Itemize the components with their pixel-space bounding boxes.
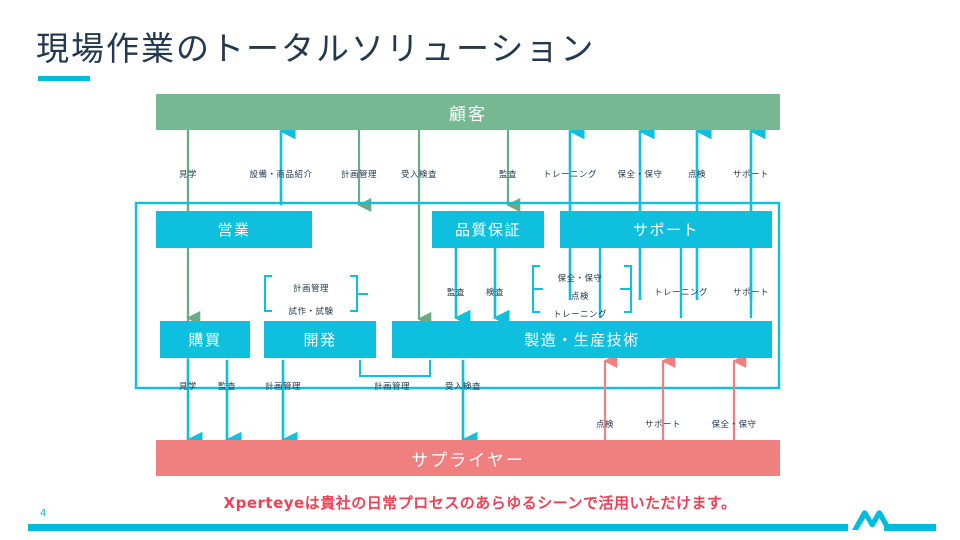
node-customer[interactable]: 顧客: [156, 94, 780, 130]
internal-flow-label-2: 監査: [446, 288, 466, 298]
internal-flow-label-7: トレーニング: [653, 288, 709, 298]
node-development[interactable]: 開発: [264, 321, 376, 358]
supplier-flow-label-0: 見学: [178, 382, 198, 392]
customer-flow-label-6: 保全・保守: [617, 170, 663, 180]
customer-flow-label-5: トレーニング: [542, 170, 598, 180]
customer-flow-label-3: 受入検査: [400, 170, 438, 180]
customer-flow-label-8: サポート: [732, 170, 770, 180]
supplier-flow-label-2: 計画管理: [264, 382, 302, 392]
node-quality-assurance[interactable]: 品質保証: [432, 211, 544, 248]
internal-flow-label-0: 計画管理: [292, 284, 330, 294]
internal-flow-label-6: トレーニング: [552, 310, 608, 320]
supplier-flow-label-6: サポート: [644, 420, 682, 430]
page-title: 現場作業のトータルソリューション: [36, 29, 596, 68]
page-number: 4: [40, 508, 47, 519]
customer-flow-label-2: 計画管理: [340, 170, 378, 180]
supplier-flow-label-7: 保全・保守: [711, 420, 757, 430]
ama-logo: [852, 510, 892, 530]
customer-flow-label-7: 点検: [687, 170, 707, 180]
footer-bar-left: [28, 524, 848, 531]
supplier-flow-label-5: 点検: [595, 420, 615, 430]
node-sales[interactable]: 営業: [156, 211, 312, 248]
supplier-flow-label-3: 計画管理: [373, 382, 411, 392]
node-support[interactable]: サポート: [560, 211, 772, 248]
footer-caption: Xperteyeは貴社の日常プロセスのあらゆるシーンで活用いただけます。: [223, 494, 737, 512]
footer-bar-right: [884, 524, 936, 531]
customer-flow-label-4: 監査: [498, 170, 518, 180]
internal-flow-label-8: サポート: [732, 288, 770, 298]
internal-flow-label-4: 保全・保守: [557, 274, 603, 284]
node-purchasing[interactable]: 購買: [160, 321, 250, 358]
customer-flow-label-0: 見学: [178, 170, 198, 180]
customer-flow-label-1: 設備・商品紹介: [249, 170, 313, 180]
supplier-flow-label-4: 受入検査: [444, 382, 482, 392]
internal-flow-label-5: 点検: [570, 292, 590, 302]
title-underline-accent: [38, 76, 90, 81]
internal-flow-label-1: 試作・試験: [288, 307, 334, 317]
node-manufacturing[interactable]: 製造・生産技術: [392, 321, 772, 358]
node-supplier[interactable]: サプライヤー: [156, 440, 780, 476]
internal-flow-label-3: 検査: [485, 288, 505, 298]
supplier-flow-label-1: 監査: [217, 382, 237, 392]
